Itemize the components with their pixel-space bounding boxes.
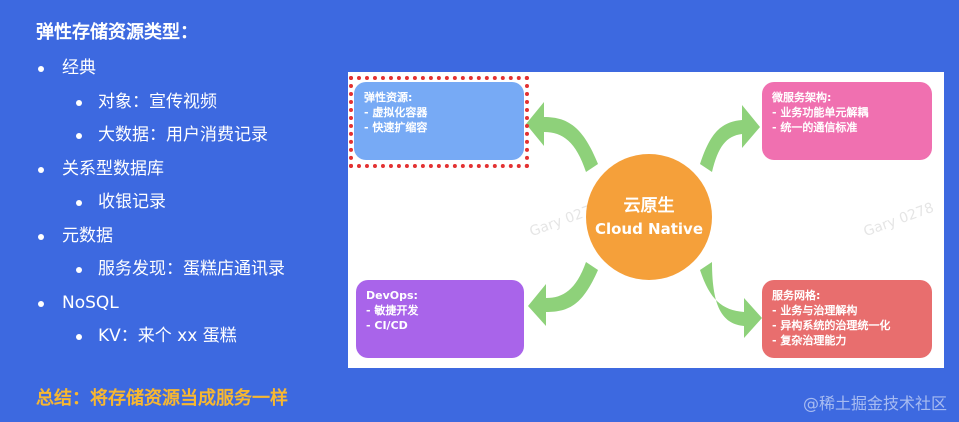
highlight-dotted-border bbox=[349, 76, 529, 168]
center-title-cn: 云原生 bbox=[623, 196, 675, 216]
bullet-subitem: 服务发现：蛋糕店通讯录 bbox=[36, 253, 285, 287]
site-watermark: @稀土掘金技术社区 bbox=[802, 394, 947, 413]
arrow-to-bottom-right bbox=[700, 262, 762, 338]
microservice-box: 微服务架构: - 业务功能单元解耦 - 统一的通信标准 bbox=[762, 82, 932, 160]
box-title: 弹性资源: bbox=[364, 91, 413, 104]
slide-title: 弹性存储资源类型： bbox=[36, 22, 198, 43]
bullet-subitem: 对象：宣传视频 bbox=[36, 86, 285, 120]
box-item: - 业务功能单元解耦 bbox=[772, 106, 869, 119]
bullet-item: 关系型数据库 bbox=[36, 153, 285, 187]
box-item: - 复杂治理能力 bbox=[772, 334, 847, 347]
center-title-en: Cloud Native bbox=[594, 220, 704, 238]
box-item: - 快速扩缩容 bbox=[364, 121, 428, 134]
cloud-native-diagram: Gary 0278 Gary 0278 弹性资源: - 虚拟化容器 - 快速扩缩… bbox=[348, 72, 944, 368]
bullet-item: 经典 bbox=[36, 52, 285, 86]
arrow-to-top-right bbox=[700, 105, 760, 172]
box-item: - 敏捷开发 bbox=[366, 304, 419, 317]
box-title: DevOps: bbox=[366, 289, 418, 302]
box-item: - 业务与治理解构 bbox=[772, 304, 858, 317]
service-mesh-box: 服务网格: - 业务与治理解构 - 异构系统的治理统一化 - 复杂治理能力 bbox=[762, 280, 932, 358]
bullet-list: 经典 对象：宣传视频 大数据：用户消费记录 关系型数据库 收银记录 元数据 服务… bbox=[36, 52, 285, 354]
bullet-subitem: KV：来个 xx 蛋糕 bbox=[36, 320, 285, 354]
arrow-to-top-left bbox=[526, 102, 598, 172]
box-item: - 虚拟化容器 bbox=[364, 106, 428, 119]
elastic-resource-box: 弹性资源: - 虚拟化容器 - 快速扩缩容 bbox=[354, 82, 524, 160]
box-item: - CI/CD bbox=[366, 319, 408, 332]
cloud-native-circle: 云原生 Cloud Native bbox=[586, 154, 712, 280]
bullet-item: 元数据 bbox=[36, 220, 285, 254]
arrows-layer bbox=[526, 102, 762, 338]
box-item: - 异构系统的治理统一化 bbox=[772, 319, 891, 332]
box-item: - 统一的通信标准 bbox=[772, 121, 858, 134]
box-title: 微服务架构: bbox=[772, 91, 832, 104]
bullet-subitem: 收银记录 bbox=[36, 186, 285, 220]
bullet-item: NoSQL bbox=[36, 287, 285, 321]
bullet-subitem: 大数据：用户消费记录 bbox=[36, 119, 285, 153]
box-title: 服务网格: bbox=[772, 289, 821, 302]
devops-box: DevOps: - 敏捷开发 - CI/CD bbox=[356, 280, 524, 358]
arrow-to-bottom-left bbox=[528, 262, 598, 326]
summary-text: 总结：将存储资源当成服务一样 bbox=[36, 388, 288, 409]
